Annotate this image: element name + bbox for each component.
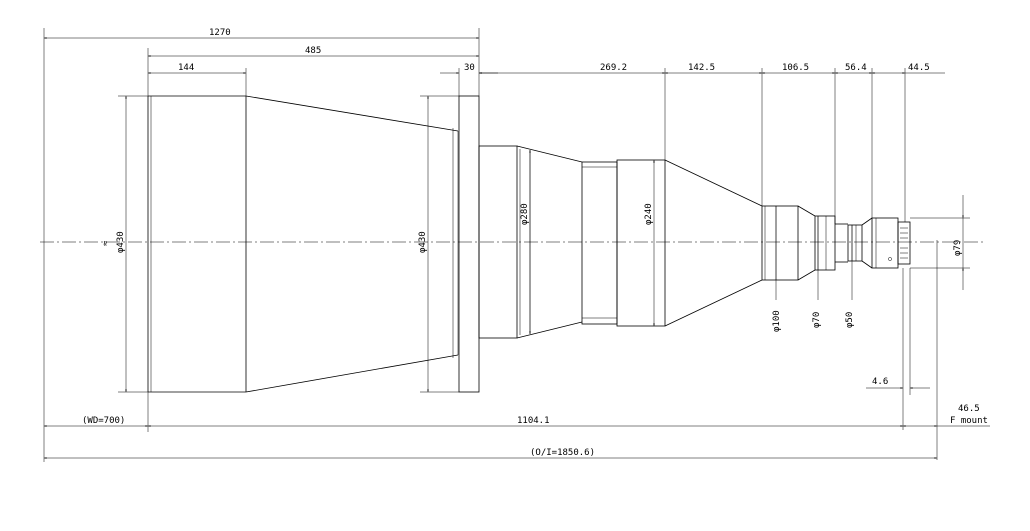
dim-seg-142: 142.5	[688, 63, 715, 73]
dim-wd: (WD=700)	[82, 416, 125, 426]
dia-50: φ50	[845, 312, 855, 328]
dim-mount-distance: 46.5	[958, 404, 980, 414]
dim-flange: 30	[464, 63, 475, 73]
dia-70: φ70	[812, 312, 822, 328]
dim-front-step: 144	[178, 63, 194, 73]
dim-rear-length: 485	[305, 46, 321, 56]
dim-lens-length: 1104.1	[517, 416, 550, 426]
axis-mark: ≈	[101, 240, 111, 246]
dim-overall-length: 1270	[209, 28, 231, 38]
dia-flange: φ430	[418, 231, 428, 253]
dim-backfocus: 4.6	[872, 377, 888, 387]
dim-seg-56: 56.4	[845, 63, 867, 73]
top-dimensions: 1270 485 144 30 269.2 142.5 106.5 56.4 4…	[43, 28, 945, 250]
dia-front: φ430	[116, 231, 126, 253]
dim-mount-name: F mount	[950, 416, 988, 426]
dia-280: φ280	[520, 203, 530, 225]
dim-seg-269: 269.2	[600, 63, 627, 73]
dia-100: φ100	[772, 310, 782, 332]
diameter-dimensions: φ430 φ430 φ280 φ240 φ100 φ70 φ50 φ79 ≈	[101, 95, 970, 393]
dim-seg-106: 106.5	[782, 63, 809, 73]
dim-object-to-image: (O/I=1850.6)	[530, 448, 595, 458]
bottom-dimensions: 4.6 (WD=700) 1104.1 46.5 F mount (O/I=18…	[43, 240, 990, 462]
dia-240: φ240	[644, 203, 654, 225]
lens-body	[147, 95, 911, 393]
dia-79: φ79	[953, 240, 963, 256]
dim-seg-44: 44.5	[908, 63, 930, 73]
